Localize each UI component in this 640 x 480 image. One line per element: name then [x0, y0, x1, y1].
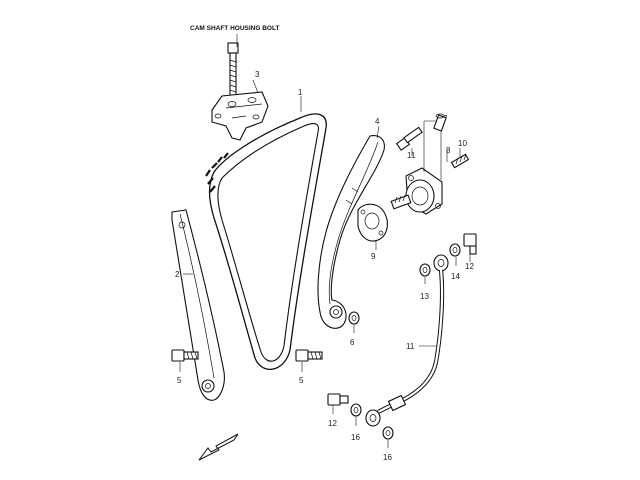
cam-chain [205, 113, 327, 370]
washer-16-middle [350, 403, 362, 417]
callout-14: 12 [328, 419, 337, 428]
cam-shaft-housing-bolt [227, 42, 239, 99]
pipe-fitting-upper [433, 254, 449, 272]
tensioner-bolt-8 [450, 153, 470, 169]
washer-15-right [449, 243, 461, 257]
washer-6 [348, 311, 360, 325]
union-bolt-13 [463, 233, 477, 255]
callout-11: 11 [407, 151, 416, 160]
oil-pipe [365, 269, 445, 427]
arrow-down-left-icon [198, 433, 239, 461]
callout-15-right: 14 [451, 272, 460, 281]
callout-1: 1 [298, 88, 303, 97]
callout-16-middle: 16 [351, 433, 360, 442]
tensioner-spring [433, 113, 447, 132]
union-bolt-14 [327, 393, 349, 406]
guide-bolt-left [171, 349, 199, 362]
guide-bolt-middle [295, 349, 323, 362]
callout-3: 3 [255, 70, 260, 79]
tensioner-bolt-11 [395, 126, 423, 151]
callout-12: 11 [406, 342, 415, 351]
chain-guide-left [171, 209, 225, 401]
callout-13: 12 [465, 262, 474, 271]
washer-15-left [419, 263, 431, 277]
chain-tensioner [390, 167, 443, 215]
callout-16-lower: 16 [383, 453, 392, 462]
washer-16-lower [382, 426, 394, 440]
chain-guide-right [317, 135, 385, 329]
callout-9: 8 [446, 146, 451, 155]
callout-10: 9 [371, 252, 376, 261]
callout-6: 6 [350, 338, 355, 347]
callout-4: 4 [375, 117, 380, 126]
diagram-title: CAM SHAFT HOUSING BOLT [190, 25, 279, 32]
tensioner-gasket [357, 203, 388, 242]
callout-8: 10 [458, 139, 467, 148]
cam-housing [211, 91, 269, 141]
callout-5-left: 5 [177, 376, 182, 385]
callout-5-middle: 5 [299, 376, 304, 385]
callout-15-left: 13 [420, 292, 429, 301]
callout-2: 2 [175, 270, 180, 279]
